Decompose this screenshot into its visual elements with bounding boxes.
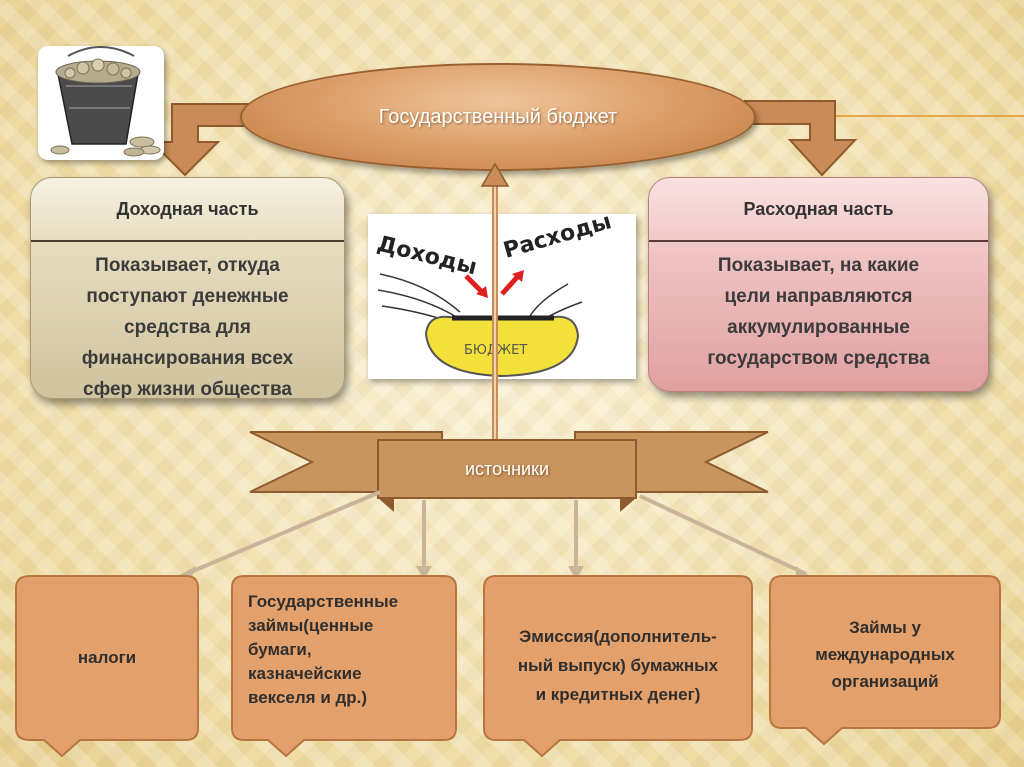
source-line: Государственные	[248, 592, 399, 611]
source-line: международных	[815, 645, 955, 664]
income-line: Показывает, откуда	[95, 255, 280, 276]
source-state-loans: Государственные займы(ценные бумаги, каз…	[248, 590, 454, 736]
income-description: Показывает, откуда поступают денежные ср…	[31, 242, 344, 399]
income-line: сфер жизни общества	[83, 379, 292, 399]
income-line: поступают денежные	[86, 286, 289, 307]
source-line: займы(ценные	[248, 616, 374, 635]
source-box-shape	[15, 575, 199, 758]
source-connectors	[185, 490, 807, 576]
bucket-of-coins-image	[38, 46, 164, 160]
source-line: налоги	[77, 648, 137, 667]
income-expense-picture: Доходы Расходы БЮДЖЕТ	[368, 209, 636, 379]
source-line: казначейские	[248, 664, 362, 683]
source-international-loans: Займы у международных организаций	[770, 576, 1000, 728]
expense-heading: Расходная часть	[649, 178, 988, 242]
source-line: ный выпуск) бумажных	[517, 656, 719, 675]
expense-description: Показывает, на какие цели направляются а…	[649, 242, 988, 374]
arrow-to-expense	[744, 100, 858, 177]
source-line: Займы у	[849, 618, 921, 637]
expense-line: Показывает, на какие	[717, 255, 920, 276]
source-line: векселя и др.)	[248, 688, 368, 707]
source-box-shape	[483, 575, 753, 758]
source-line: бумаги,	[248, 640, 312, 659]
income-box: Доходная часть Показывает, откуда поступ…	[30, 177, 345, 399]
expense-line: аккумулированные	[727, 317, 910, 338]
income-heading: Доходная часть	[31, 178, 344, 242]
source-taxes: налоги	[16, 576, 198, 740]
arrow-to-income	[149, 103, 251, 177]
sources-ribbon	[377, 439, 637, 499]
expense-line: цели направляются	[724, 286, 913, 307]
income-line: средства для	[124, 317, 251, 338]
income-line: финансирования всех	[81, 348, 294, 369]
source-box-shape	[769, 575, 1001, 746]
expense-box: Расходная часть Показывает, на какие цел…	[648, 177, 989, 392]
sources-label: источники	[464, 458, 549, 479]
diagram-title: Государственный бюджет	[378, 105, 618, 128]
source-box-shape	[231, 575, 457, 758]
bucket-icon	[50, 46, 161, 157]
expense-line: государством средства	[707, 348, 930, 369]
source-line: Эмиссия(дополнитель-	[519, 627, 717, 646]
source-line: организаций	[831, 672, 939, 691]
source-line: и кредитных денег)	[535, 685, 701, 704]
budget-pot-illustration: Доходы Расходы БЮДЖЕТ	[375, 209, 614, 378]
decorative-line	[740, 115, 1024, 117]
source-emission: Эмиссия(дополнитель- ный выпуск) бумажны…	[484, 592, 752, 740]
